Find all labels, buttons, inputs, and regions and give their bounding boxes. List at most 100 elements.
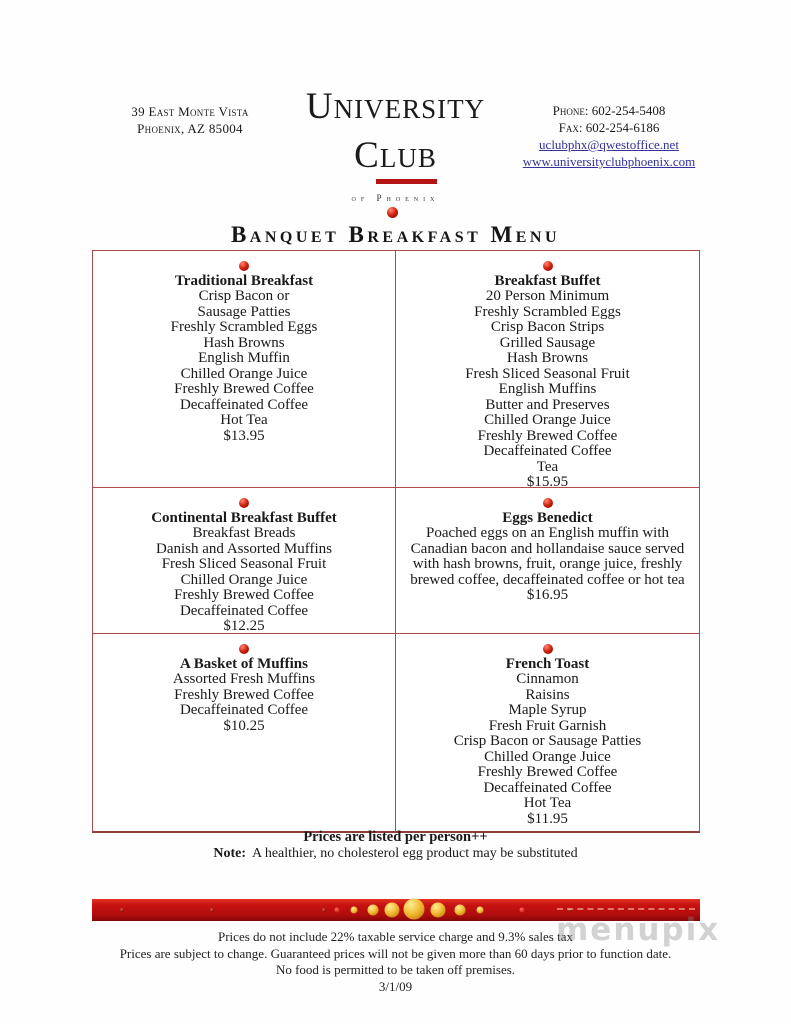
- footer: Prices do not include 22% taxable servic…: [0, 929, 791, 995]
- menu-item-line: Tea: [536, 458, 559, 475]
- footer-line-premises: No food is permitted to be taken off pre…: [275, 962, 516, 977]
- menu-item-line: English Muffins: [498, 381, 597, 397]
- red-dot-ornament: [239, 498, 249, 508]
- per-person-note: Prices are listed per person++: [303, 829, 488, 845]
- menu-item-line: Cinnamon: [516, 671, 579, 687]
- footer-line-taxes: Prices do not include 22% taxable servic…: [218, 929, 573, 944]
- menu-section-price: $15.95: [526, 474, 569, 488]
- bead-ornament: [210, 908, 214, 912]
- menu-item-line: Crisp Bacon Strips: [490, 319, 605, 335]
- address-block: 39 East Monte Vista Phoenix, AZ 85004: [85, 103, 295, 137]
- phone-line: Phone: 602-254-5408: [495, 102, 723, 119]
- footer-line-guarantee: Prices are subject to change. Guaranteed…: [119, 945, 672, 961]
- note-text: A healthier, no cholesterol egg product …: [252, 846, 578, 861]
- dashed-line-ornament: [557, 908, 695, 910]
- address-line2: Phoenix, AZ 85004: [137, 121, 243, 136]
- club-logo: UNIVERSITY CLUB of Phoenix: [0, 88, 791, 203]
- menu-item-line: Decaffeinated Coffee: [483, 779, 612, 796]
- menu-section-price: $13.95: [223, 427, 265, 444]
- menu-section-title: French Toast: [505, 656, 590, 672]
- gold-bead-ornament: [350, 906, 358, 914]
- menu-item-line: Freshly Scrambled Eggs: [170, 319, 318, 335]
- contact-block: Phone: 602-254-5408 Fax: 602-254-6186 uc…: [495, 102, 723, 170]
- menu-section-items: Poached eggs on an English muffin with C…: [404, 525, 691, 588]
- menu-item-line: 20 Person Minimum: [485, 288, 610, 304]
- fax-line: Fax: 602-254-6186: [495, 119, 723, 136]
- menu-item-line: Crisp Bacon or Sausage Patties: [453, 733, 642, 749]
- menu-section-price: $12.25: [223, 618, 265, 634]
- logo-club-initial: C: [354, 135, 380, 176]
- menu-item-line: Fresh Fruit Garnish: [488, 717, 607, 734]
- menu-section-title: Continental Breakfast Buffet: [151, 510, 337, 526]
- gold-bead-ornament: [403, 898, 425, 920]
- menu-item-line: Chilled Orange Juice: [484, 412, 611, 428]
- menu-item-line: Freshly Scrambled Eggs: [474, 303, 621, 320]
- menu-item-line: Maple Syrup: [508, 702, 587, 718]
- address-line1: 39 East Monte Vista: [131, 104, 249, 119]
- website-link[interactable]: www.universityclubphoenix.com: [522, 154, 696, 169]
- red-banner: [92, 898, 700, 921]
- fax-number: 602-254-6186: [585, 120, 660, 135]
- menu-section-basket-of-muffins: A Basket of Muffins Assorted Fresh Muffi…: [93, 634, 396, 831]
- menu-item-line: Chilled Orange Juice: [180, 365, 308, 382]
- menu-item-line: Freshly Brewed Coffee: [174, 686, 314, 703]
- bead-ornament: [519, 907, 525, 913]
- menu-item-line: Butter and Preserves: [485, 396, 610, 413]
- menu-item-line: Hash Browns: [506, 350, 589, 366]
- menu-item-line: Freshly Brewed Coffee: [174, 381, 314, 397]
- menu-item-line: Crisp Bacon or: [198, 288, 290, 304]
- red-dot-ornament: [542, 644, 553, 654]
- red-dot-ornament: [239, 261, 249, 271]
- menu-item-line: Sausage Patties: [197, 303, 291, 320]
- menu-item-line: Fresh Sliced Seasonal Fruit: [465, 365, 630, 382]
- bead-ornament: [334, 907, 340, 913]
- email-link[interactable]: uclubphx@qwestoffice.net: [539, 137, 679, 152]
- menu-section-continental-breakfast-buffet: Continental Breakfast Buffet Breakfast B…: [93, 488, 396, 634]
- menu-section-title: Eggs Benedict: [502, 510, 593, 526]
- menu-item-line: Breakfast Breads: [192, 525, 296, 541]
- menu-item-line: Freshly Brewed Coffee: [174, 587, 314, 603]
- menu-item-line: Chilled Orange Juice: [180, 571, 308, 588]
- menu-item-line: English Muffin: [198, 350, 290, 366]
- menu-item-line: Danish and Assorted Muffins: [156, 540, 332, 557]
- menu-item-line: Decaffeinated Coffee: [179, 602, 309, 619]
- menu-item-line: Chilled Orange Juice: [484, 748, 611, 765]
- menu-item-line: Decaffeinated Coffee: [179, 702, 309, 718]
- phone-number: 602-254-5408: [591, 103, 666, 118]
- page-title: Banquet Breakfast Menu: [230, 222, 561, 247]
- logo-tagline: of Phoenix: [351, 193, 440, 203]
- menu-section-price: $11.95: [527, 810, 568, 827]
- menu-section-title: A Basket of Muffins: [180, 656, 308, 672]
- footer-date: 3/1/09: [378, 978, 413, 994]
- gold-bead-ornament: [384, 902, 400, 918]
- logo-university: UNIVERSITY: [0, 88, 791, 129]
- note-label: Note:: [213, 846, 246, 861]
- menu-section-price: $16.95: [526, 587, 569, 603]
- substitution-note: Note: A healthier, no cholesterol egg pro…: [0, 846, 791, 862]
- menu-item-line: Decaffeinated Coffee: [483, 443, 612, 459]
- menu-item-line: Grilled Sausage: [499, 334, 596, 351]
- menu-item-line: Freshly Brewed Coffee: [477, 764, 618, 780]
- gold-bead-ornament: [476, 906, 484, 914]
- logo-red-underline: [375, 179, 437, 184]
- menu-item-line: Hot Tea: [220, 412, 268, 428]
- menu-item-line: Freshly Brewed Coffee: [477, 427, 618, 444]
- logo-university-rest: NIVERSITY: [333, 94, 486, 124]
- gold-bead-ornament: [367, 904, 379, 916]
- gold-bead-ornament: [430, 902, 446, 918]
- menu-section-title: Breakfast Buffet: [494, 273, 601, 289]
- logo-university-initial: U: [305, 86, 334, 127]
- red-dot-ornament: [542, 498, 553, 508]
- menu-item-line: Hash Browns: [203, 334, 285, 351]
- menu-section-eggs-benedict: Eggs Benedict Poached eggs on an English…: [396, 488, 699, 634]
- gold-bead-ornament: [454, 904, 466, 916]
- fax-label: Fax:: [558, 120, 583, 135]
- bead-ornament: [568, 908, 572, 912]
- menu-item-line: Hot Tea: [523, 795, 572, 811]
- red-dot-ornament: [386, 207, 398, 218]
- red-dot-ornament: [542, 261, 553, 271]
